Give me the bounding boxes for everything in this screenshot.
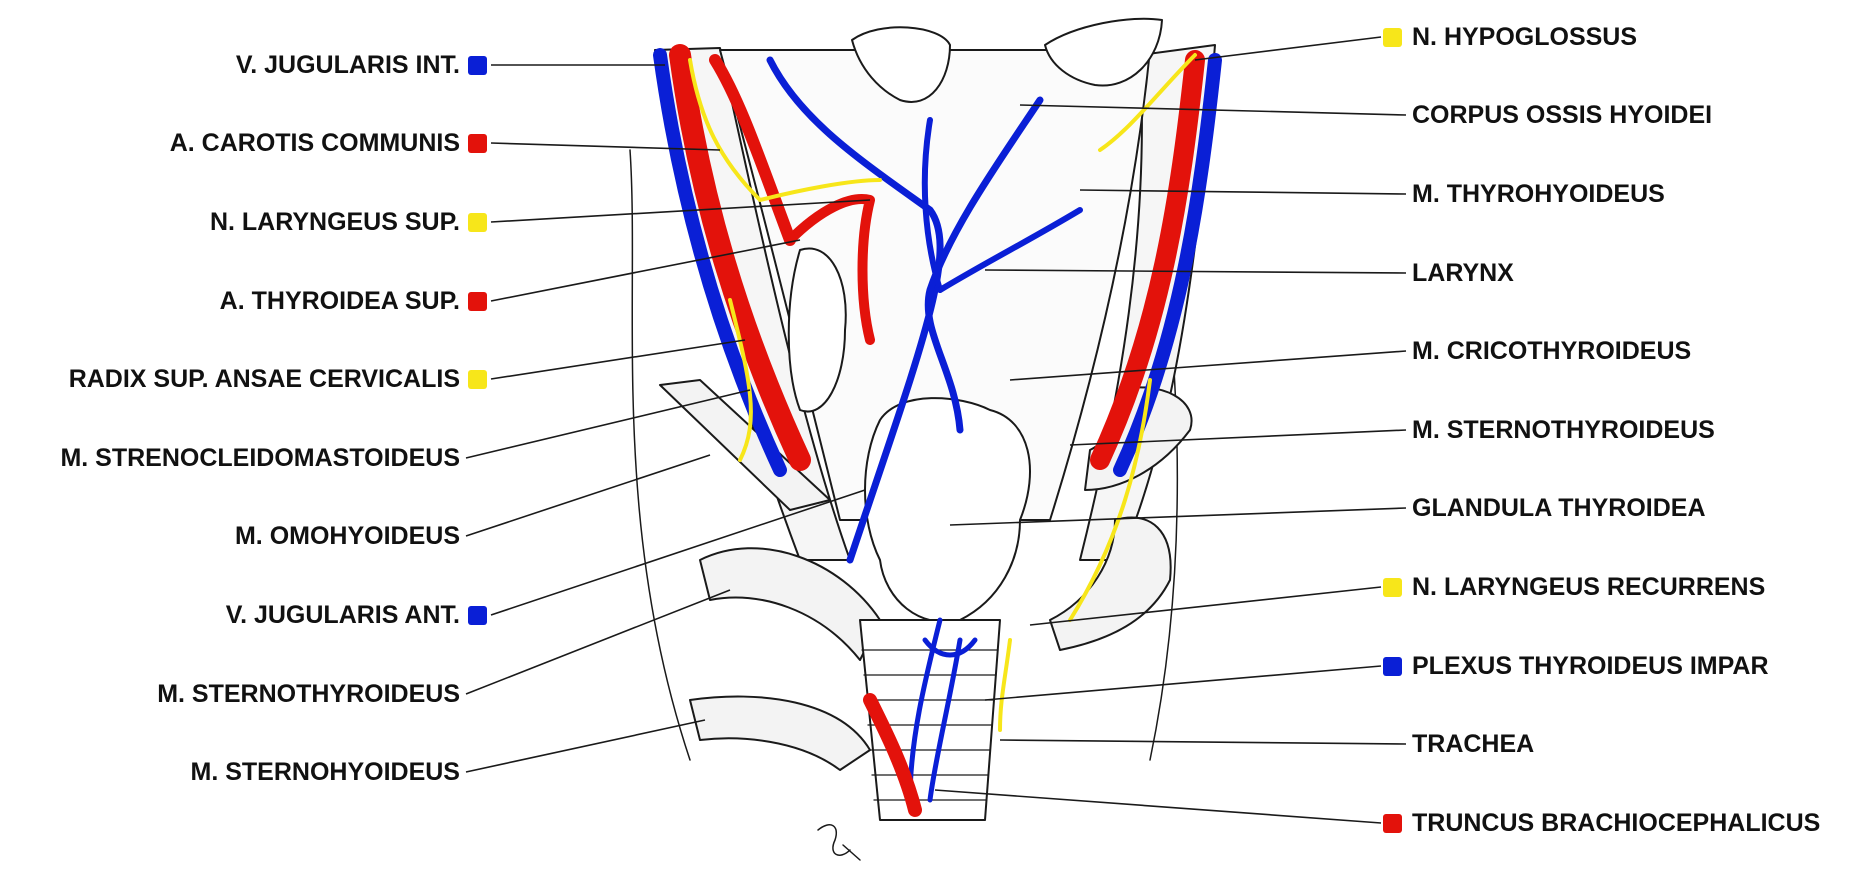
label-n-laryngeus-sup: N. LARYNGEUS SUP. (210, 207, 460, 237)
leader-trachea (1000, 740, 1406, 744)
left-sternohyoid-flap (690, 697, 870, 770)
leader-m-sternothyroideus-left (466, 590, 730, 694)
label-radix-sup-ansae-cervicalis: RADIX SUP. ANSAE CERVICALIS (69, 364, 460, 394)
color-key-nerve (468, 213, 487, 232)
label-m-strenocleidomastoideus: M. STRENOCLEIDOMASTOIDEUS (60, 443, 460, 473)
label-plexus-thyroideus-impar: PLEXUS THYROIDEUS IMPAR (1412, 651, 1769, 681)
label-m-sternothyroideus-right: M. STERNOTHYROIDEUS (1412, 415, 1715, 445)
left-sternothyroid-flap (700, 548, 880, 660)
color-key-artery (1383, 814, 1402, 833)
label-corpus-ossis-hyoidei: CORPUS OSSIS HYOIDEI (1412, 100, 1712, 130)
label-n-hypoglossus: N. HYPOGLOSSUS (1412, 22, 1637, 52)
label-n-laryngeus-recurrens: N. LARYNGEUS RECURRENS (1412, 572, 1765, 602)
color-key-artery (468, 134, 487, 153)
label-glandula-thyroidea: GLANDULA THYROIDEA (1412, 493, 1706, 523)
leader-m-omohyoideus (466, 455, 710, 536)
label-m-thyrohyoideus: M. THYROHYOIDEUS (1412, 179, 1665, 209)
color-key-nerve (1383, 28, 1402, 47)
leader-truncus-brachiocephalicus (935, 790, 1381, 823)
color-key-nerve (1383, 578, 1402, 597)
label-m-omohyoideus: M. OMOHYOIDEUS (235, 521, 460, 551)
color-key-artery (468, 292, 487, 311)
leader-radix-sup-ansae-cervicalis (491, 340, 745, 379)
color-key-vein (468, 606, 487, 625)
color-key-vein (468, 56, 487, 75)
label-trachea: TRACHEA (1412, 729, 1534, 759)
leader-plexus-thyroideus-impar (985, 666, 1381, 700)
artist-signature (818, 825, 860, 860)
neck-drawing (630, 19, 1215, 860)
label-v-jugularis-int: V. JUGULARIS INT. (236, 50, 460, 80)
label-m-cricothyroideus: M. CRICOTHYROIDEUS (1412, 336, 1691, 366)
label-truncus-brachiocephalicus: TRUNCUS BRACHIOCEPHALICUS (1412, 808, 1820, 838)
leader-n-hypoglossus (1195, 37, 1381, 60)
label-a-thyroidea-sup: A. THYROIDEA SUP. (220, 286, 460, 316)
label-a-carotis-communis: A. CAROTIS COMMUNIS (170, 128, 460, 158)
color-key-vein (1383, 657, 1402, 676)
label-larynx: LARYNX (1412, 258, 1514, 288)
leader-m-sternohyoideus (466, 720, 705, 772)
label-m-sternothyroideus-left: M. STERNOTHYROIDEUS (157, 679, 460, 709)
label-m-sternohyoideus: M. STERNOHYOIDEUS (191, 757, 460, 787)
color-key-nerve (468, 370, 487, 389)
label-v-jugularis-ant: V. JUGULARIS ANT. (226, 600, 460, 630)
left-recurrent-laryngeal-nerve (1000, 640, 1010, 730)
